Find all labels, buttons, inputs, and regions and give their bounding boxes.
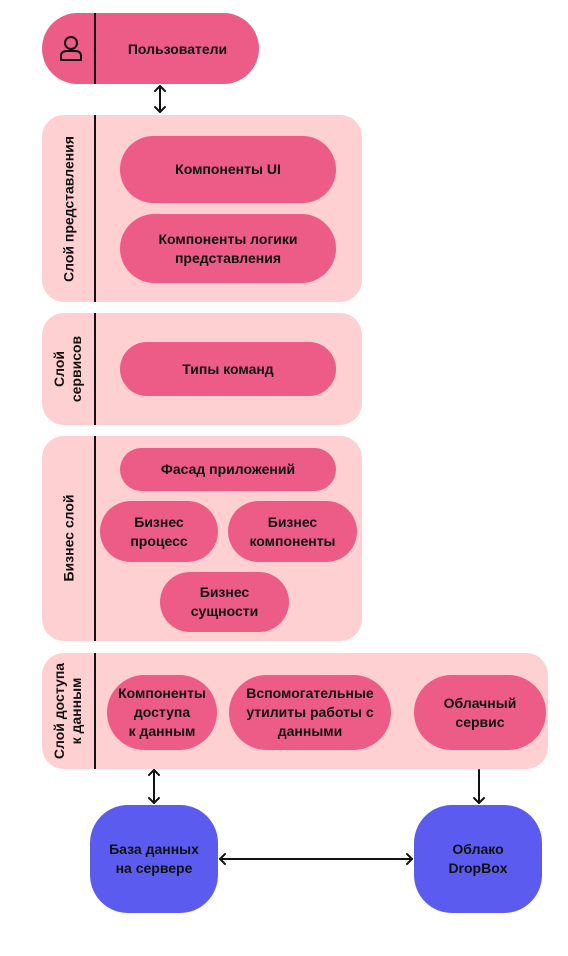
data-access-layer: Слой доступа к данным Компоненты доступа… xyxy=(42,653,548,769)
presentation-layer: Слой представления Компоненты UI Компоне… xyxy=(42,115,362,302)
presentation-logic-components: Компоненты логики представления xyxy=(120,214,336,283)
services-layer: Слой сервисов Типы команд xyxy=(42,313,362,425)
server-database: База данных на сервере xyxy=(90,805,218,913)
user-icon xyxy=(60,36,82,61)
layer-divider xyxy=(94,653,96,769)
business-components: Бизнес компоненты xyxy=(228,501,357,562)
dataaccess-db-arrow xyxy=(148,769,160,804)
db-dropbox-arrow xyxy=(219,853,413,865)
layer-divider xyxy=(94,313,96,425)
data-access-components: Компоненты доступа к данным xyxy=(107,675,217,750)
data-utilities: Вспомогательные утилиты работы с данными xyxy=(229,675,391,750)
command-types: Типы команд xyxy=(120,342,336,396)
layer-divider xyxy=(94,115,96,302)
users-label: Пользователи xyxy=(127,40,228,57)
ui-components: Компоненты UI xyxy=(120,136,336,203)
application-facade: Фасад приложений xyxy=(120,448,336,491)
cloud-service: Облачный сервис xyxy=(414,675,546,750)
layer-divider xyxy=(94,436,96,641)
users-presentation-arrow xyxy=(154,85,166,113)
business-entities: Бизнес сущности xyxy=(160,572,289,632)
dropbox-cloud: Облако DropBox xyxy=(414,805,542,913)
users-divider xyxy=(94,13,96,84)
cloudservice-dropbox-arrow xyxy=(473,769,485,804)
business-process: Бизнес процесс xyxy=(100,501,218,562)
users-box: Пользователи xyxy=(42,13,259,84)
business-layer: Бизнес слой Фасад приложений Бизнес проц… xyxy=(42,436,362,641)
